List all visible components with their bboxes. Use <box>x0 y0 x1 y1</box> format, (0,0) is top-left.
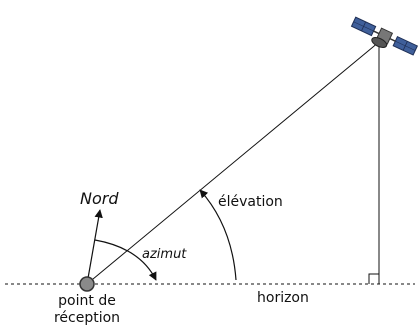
receiver-point-icon <box>80 277 94 291</box>
north-arrow <box>87 210 100 284</box>
right-angle-marker <box>369 274 379 284</box>
horizon-label: horizon <box>257 290 309 306</box>
receiver-label-line1: point de <box>58 293 116 309</box>
north-label: Nord <box>80 189 119 208</box>
satellite-icon <box>349 16 418 61</box>
receiver-label-line2: réception <box>54 310 120 326</box>
azimuth-label: azimut <box>142 247 187 262</box>
line-of-sight <box>87 42 379 284</box>
elevation-label: élévation <box>218 194 283 210</box>
